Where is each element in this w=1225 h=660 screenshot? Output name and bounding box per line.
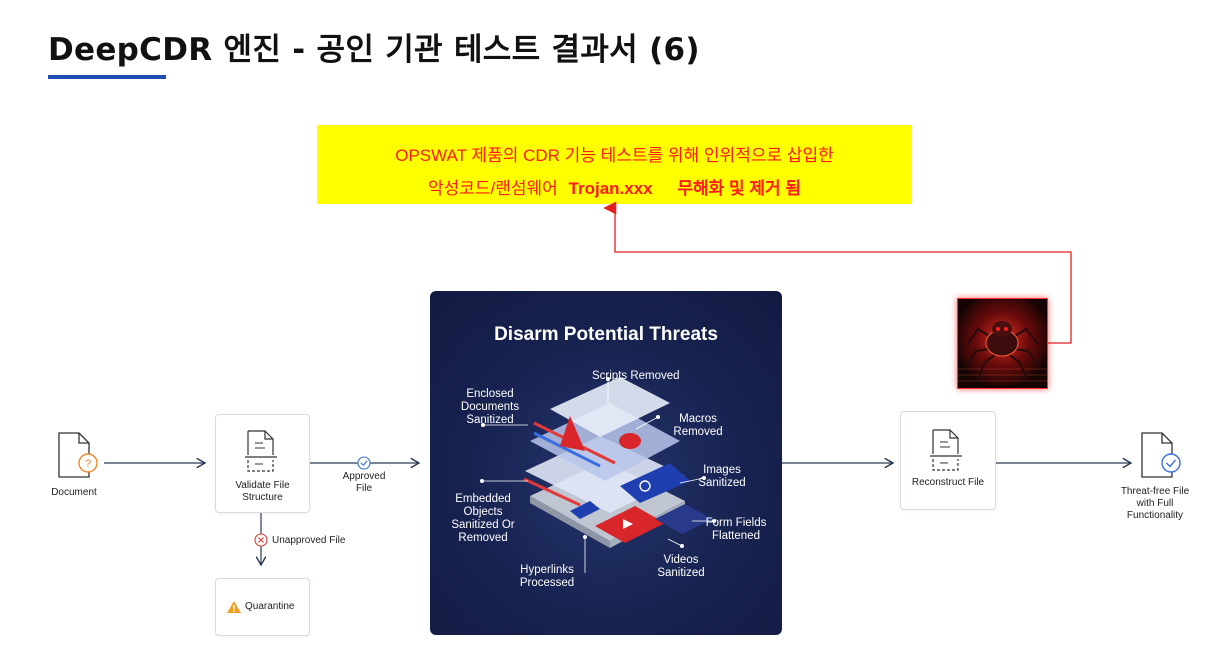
form-card (655, 504, 712, 534)
label-macros: Macros Removed (673, 413, 723, 438)
callout-trojan: Trojan.xxx (568, 179, 653, 198)
document-label: Document (51, 487, 97, 498)
x-circle-icon (254, 533, 268, 547)
red-connector (603, 201, 1072, 344)
validate-label: Validate File Structure (235, 480, 290, 503)
file-structure-icon (930, 429, 962, 471)
document-question-icon: ? (58, 432, 98, 478)
check-circle-icon (357, 456, 371, 470)
reconstruct-file-card: Reconstruct File (900, 411, 996, 510)
malware-spider-image (957, 298, 1048, 389)
label-hyperlinks: Hyperlinks Processed (519, 564, 575, 589)
threats-title: Disarm Potential Threats (494, 324, 718, 345)
label-scripts: Scripts Removed (592, 370, 680, 382)
label-embedded: Embedded Objects Sanitized Or Removed (451, 493, 515, 544)
callout-line-1: OPSWAT 제품의 CDR 기능 테스트를 위해 인위적으로 삽입한 (395, 146, 834, 165)
callout-line-2: 악성코드/랜섬웨어 Trojan.xxx 무해화 및 제거 됨 (317, 174, 912, 199)
label-videos: Videos Sanitized (657, 554, 705, 579)
layer-top (550, 377, 670, 437)
layered-document-illustration (480, 377, 716, 573)
malware-spider-illustration (958, 299, 1047, 388)
approved-label: Approved File (342, 471, 386, 494)
reconstruct-label: Reconstruct File (911, 477, 985, 488)
output-label: Threat-free File with Full Functionality (1120, 486, 1190, 521)
label-enclosed: Enclosed Documents Sanitized (460, 388, 520, 426)
document-check-icon (1141, 432, 1181, 478)
label-images: Images Sanitized (698, 464, 746, 489)
callout-prefix: 악성코드/랜섬웨어 (427, 179, 558, 198)
title-underline (48, 75, 166, 79)
image-card (620, 463, 690, 503)
label-form: Form Fields Flattened (705, 517, 767, 542)
disarm-threats-panel: Disarm Potential Threats (430, 291, 782, 635)
svg-text:?: ? (85, 458, 91, 470)
validate-file-card: Validate File Structure (215, 414, 310, 513)
callout-box: OPSWAT 제품의 CDR 기능 테스트를 위해 인위적으로 삽입한 악성코드… (317, 125, 912, 204)
file-structure-icon (245, 430, 277, 472)
callout-result: 무해화 및 제거 됨 (677, 179, 802, 198)
layer-upper (530, 403, 680, 481)
page-title: DeepCDR 엔진 - 공인 기관 테스트 결과서 (6) (48, 32, 700, 68)
warning-triangle-icon (227, 601, 241, 613)
quarantine-card: Quarantine (215, 578, 310, 636)
unapproved-label: Unapproved File (272, 535, 346, 546)
quarantine-label: Quarantine (245, 601, 295, 612)
